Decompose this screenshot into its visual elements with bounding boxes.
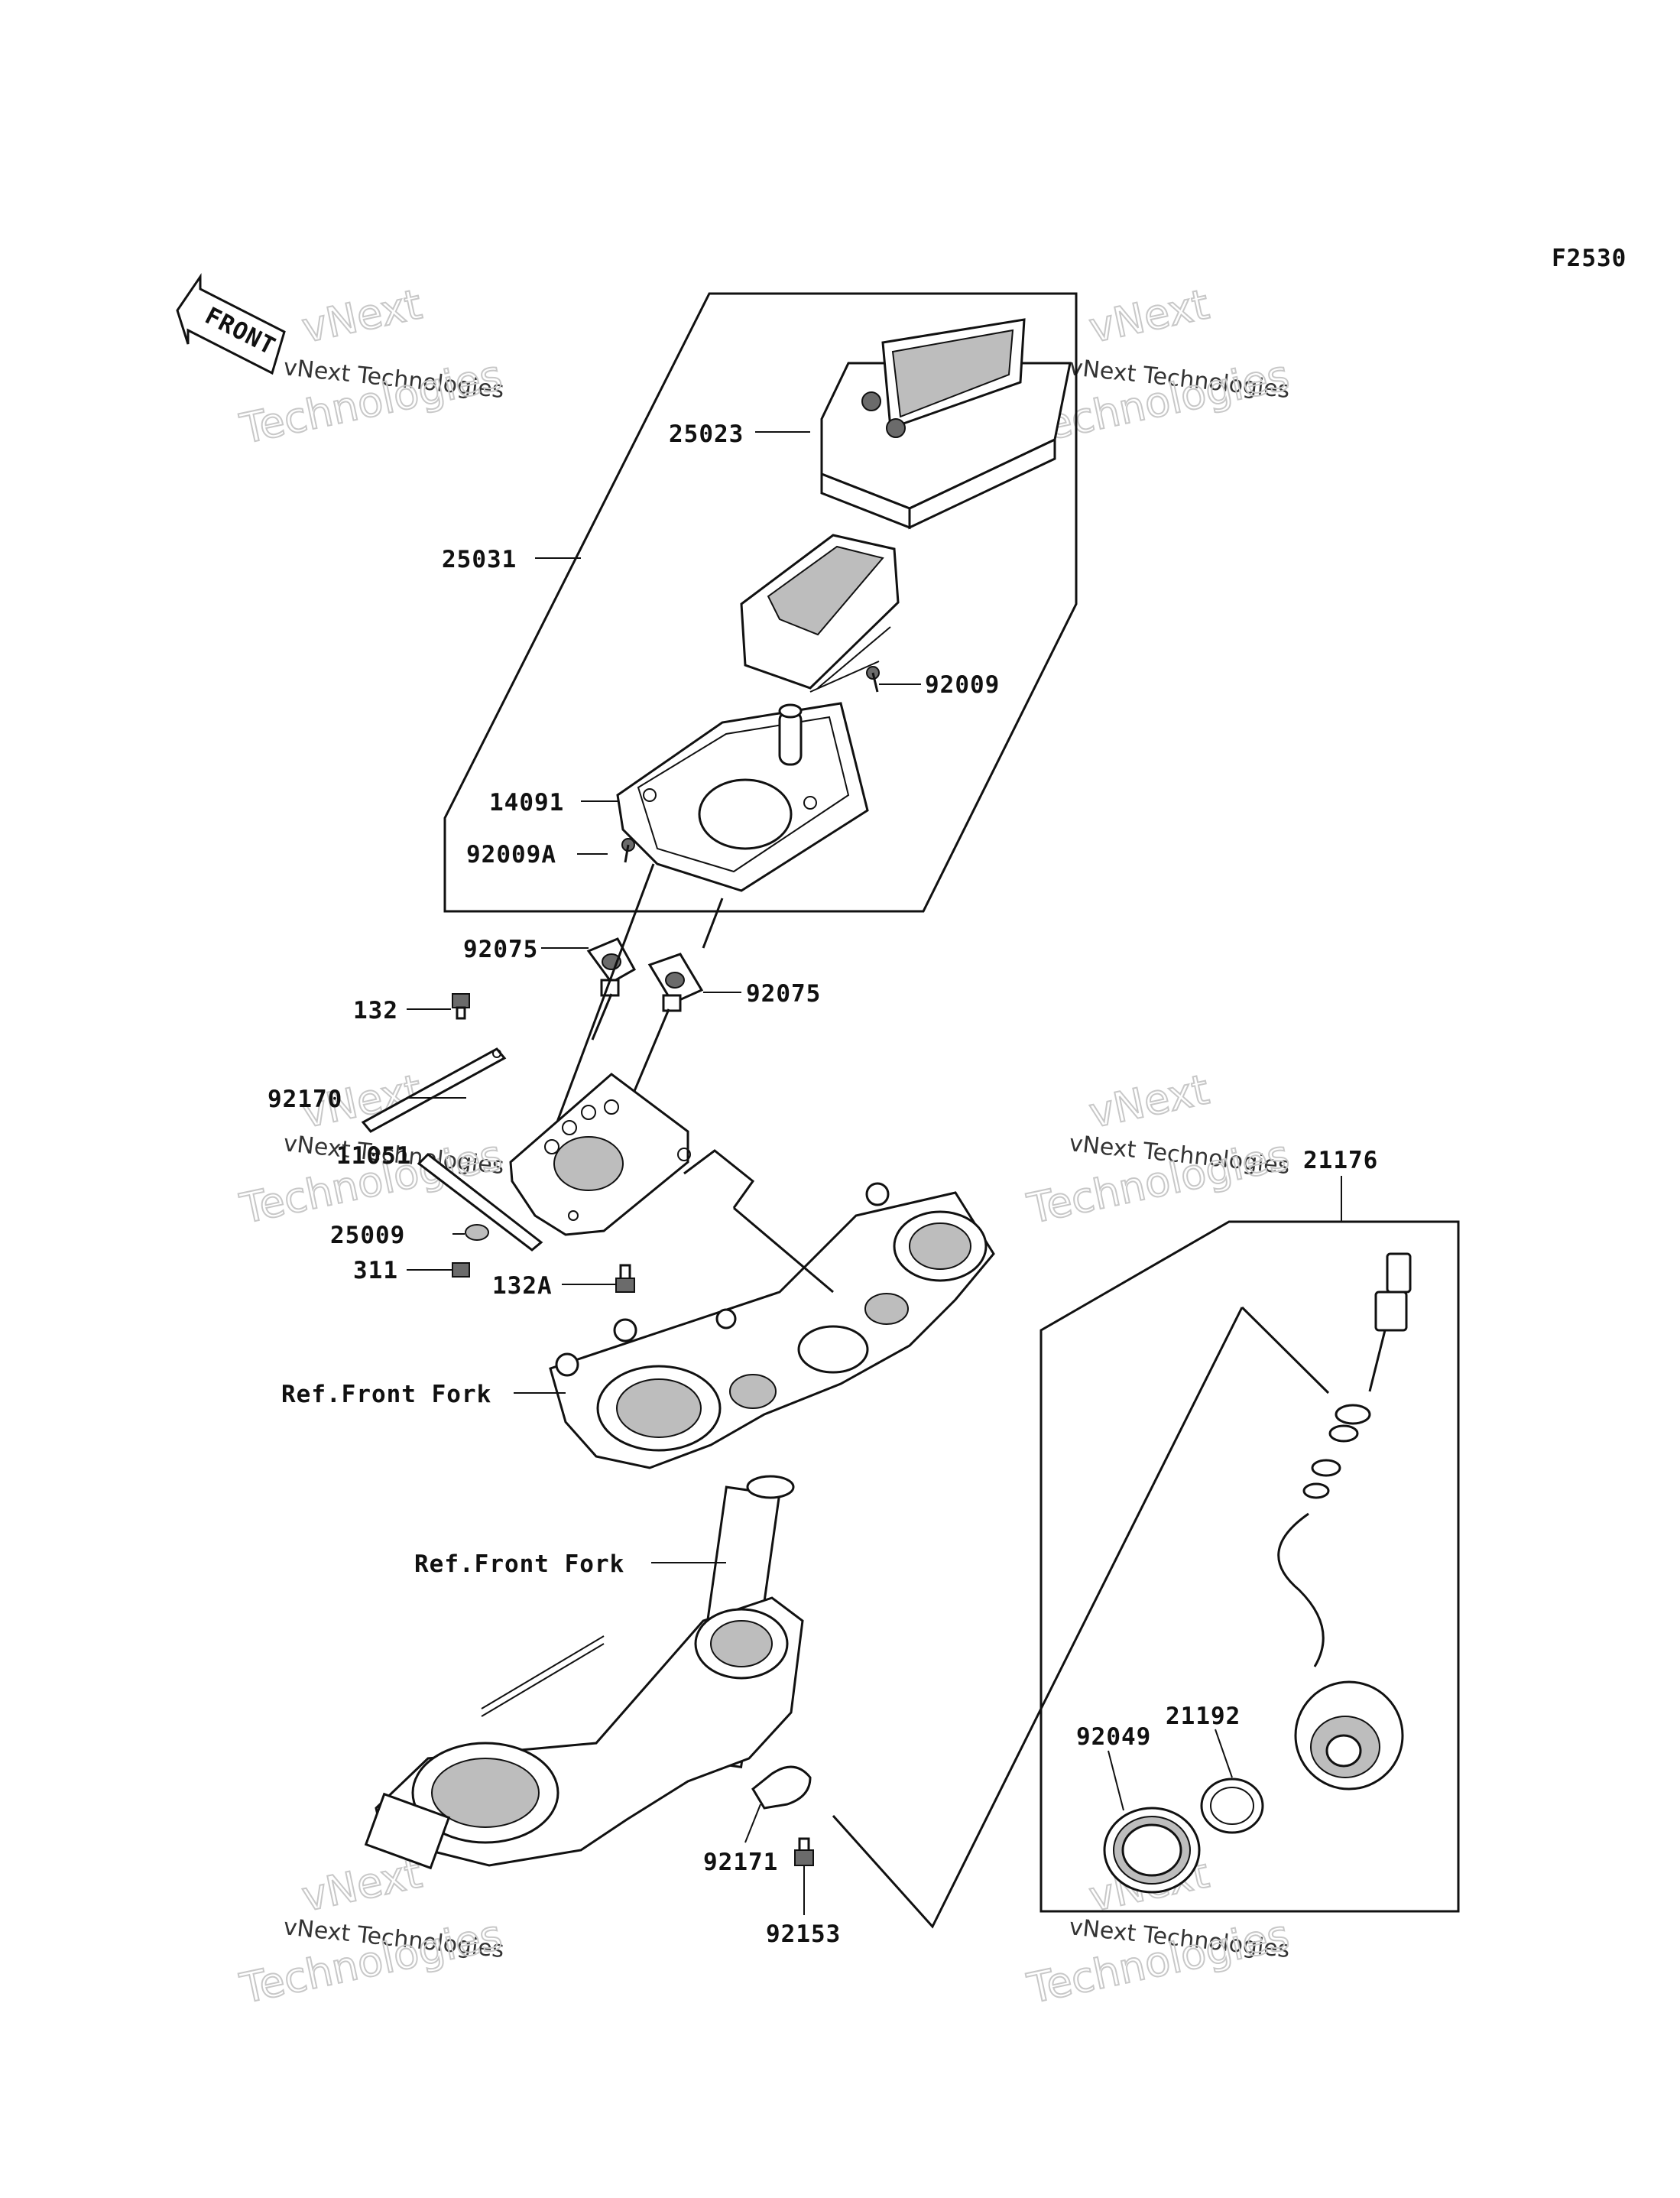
seal-92049 xyxy=(1103,1807,1201,1894)
sensor-ring-21192 xyxy=(1200,1778,1264,1834)
svg-text:vNext: vNext xyxy=(298,280,426,352)
label-132a: 132A xyxy=(492,1272,553,1300)
watermark-top-left: vNext vNext Technologies Technologies xyxy=(235,279,507,454)
speed-sensor-21176 xyxy=(1277,1252,1412,1791)
bolt-132a xyxy=(615,1264,635,1293)
label-25023: 25023 xyxy=(669,420,744,448)
stay-92170 xyxy=(361,1047,543,1252)
sensor-assembly-outline xyxy=(1039,1220,1460,1913)
label-92170: 92170 xyxy=(268,1086,342,1113)
front-arrow-icon: FRONT xyxy=(176,273,286,375)
label-92075-left: 92075 xyxy=(463,936,538,963)
meter-case-14091 xyxy=(616,702,869,892)
screw-92009a xyxy=(621,838,635,863)
meter-cover-25023 xyxy=(820,318,1072,530)
label-25031: 25031 xyxy=(442,546,517,573)
svg-text:vNext: vNext xyxy=(1085,280,1213,352)
label-92009a: 92009A xyxy=(466,841,556,868)
grommet-92075-right xyxy=(647,953,704,1012)
nut-311 xyxy=(452,1262,470,1278)
diagram-code: F2530 xyxy=(1552,245,1626,272)
meter-unit xyxy=(740,534,900,693)
grommet-92075-left xyxy=(586,937,637,997)
label-21176: 21176 xyxy=(1303,1147,1378,1174)
washer-25009 xyxy=(465,1224,489,1241)
watermark-mid-right: vNext vNext Technologies Technologies xyxy=(1023,1064,1294,1234)
watermark-bottom-left: vNext vNext Technologies Technologies xyxy=(235,1848,507,2014)
label-92009: 92009 xyxy=(925,671,1000,699)
lower-bracket-stem xyxy=(364,1475,804,1870)
meter-assembly-outline xyxy=(443,292,1078,913)
label-11051: 11051 xyxy=(336,1142,411,1170)
label-25009: 25009 xyxy=(330,1222,405,1249)
label-311: 311 xyxy=(353,1257,398,1284)
label-92153: 92153 xyxy=(766,1920,841,1948)
bolt-92153 xyxy=(794,1837,814,1866)
screw-92009 xyxy=(866,666,880,693)
svg-text:vNext: vNext xyxy=(1085,1065,1213,1137)
clamp-92171 xyxy=(751,1765,812,1810)
bracket-11051 xyxy=(509,1073,691,1236)
bolt-132 xyxy=(452,993,470,1020)
label-ref-front-fork-lower: Ref.Front Fork xyxy=(414,1550,624,1578)
label-21192: 21192 xyxy=(1166,1703,1241,1730)
label-ref-front-fork-upper: Ref.Front Fork xyxy=(281,1381,491,1408)
label-92075-right: 92075 xyxy=(746,980,821,1008)
label-14091: 14091 xyxy=(489,789,564,817)
label-92049: 92049 xyxy=(1076,1723,1151,1751)
label-132: 132 xyxy=(353,997,398,1024)
label-92171: 92171 xyxy=(703,1849,778,1876)
upper-triple-clamp xyxy=(549,1182,995,1469)
